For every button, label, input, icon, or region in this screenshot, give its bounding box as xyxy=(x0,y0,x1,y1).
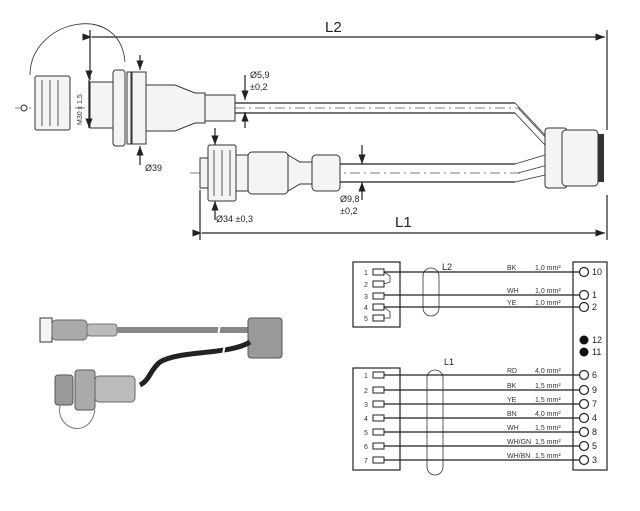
pin-number: 2 xyxy=(364,388,368,395)
l1-label: L1 xyxy=(395,214,412,231)
terminal-icon xyxy=(578,289,590,301)
l1-wiring-label: L1 xyxy=(444,357,454,367)
l1-dimension: L1 xyxy=(192,190,608,240)
dia-5-9-label: Ø5,9 xyxy=(250,70,270,80)
pin-icon xyxy=(372,414,385,422)
pin-number: 5 xyxy=(364,316,368,323)
wire-section: 1,5 mm² xyxy=(535,397,561,404)
l2-dimension: L2 xyxy=(82,19,608,130)
pin-number: 2 xyxy=(364,282,368,289)
wire-section: 1,5 mm² xyxy=(535,439,561,446)
terminal-icon xyxy=(578,384,590,396)
pin-icon xyxy=(372,292,385,300)
pin-icon xyxy=(372,371,385,379)
terminal-icon xyxy=(578,454,590,466)
pin-icon xyxy=(372,303,385,311)
wire-color: WH xyxy=(507,288,519,295)
cable-connector: Ø34 ±0,3 Ø9,8 ±0,2 xyxy=(190,128,549,224)
terminal-number: 9 xyxy=(592,385,597,395)
wire-section: 4,0 mm² xyxy=(535,368,561,375)
dia-34-label: Ø34 ±0,3 xyxy=(216,214,253,224)
panel-connector: M30 x 1,5 Ø39 Ø5,9 ±0,2 xyxy=(15,23,520,173)
pin-icon xyxy=(372,400,385,408)
dia-39-label: Ø39 xyxy=(145,163,162,173)
l2-wiring-label: L2 xyxy=(442,262,452,272)
pin-icon xyxy=(372,428,385,436)
l2-cable-bundle xyxy=(422,267,440,317)
pin-icon xyxy=(372,386,385,394)
l1-cable-bundle xyxy=(426,369,444,476)
unused-terminal-icon xyxy=(579,335,589,345)
wire-color: RD xyxy=(507,368,517,375)
wire-color: WH xyxy=(507,425,519,432)
wire-color: BK xyxy=(507,383,517,390)
end-connector xyxy=(544,127,604,189)
wire-color: YE xyxy=(507,397,517,404)
pin-number: 3 xyxy=(364,402,368,409)
wire-section: 1,0 mm² xyxy=(535,265,561,272)
dia-9-8-tolerance: ±0,2 xyxy=(340,206,357,216)
pin-number: 6 xyxy=(364,444,368,451)
pin-icon xyxy=(372,456,385,464)
wire-section: 1,5 mm² xyxy=(535,425,561,432)
jumper-icon xyxy=(383,271,391,285)
unused-terminal-icon xyxy=(579,347,589,357)
terminal-icon xyxy=(578,426,590,438)
jumper-icon xyxy=(383,306,391,319)
cable-product-illustration xyxy=(39,317,283,429)
thin-cable xyxy=(235,102,549,146)
wire-color: BN xyxy=(507,411,517,418)
pin-number: 1 xyxy=(364,270,368,277)
pin-number: 5 xyxy=(364,430,368,437)
l2-label: L2 xyxy=(325,19,342,36)
wire-section: 4,0 mm² xyxy=(535,411,561,418)
pin-number: 7 xyxy=(364,458,368,465)
terminal-block xyxy=(572,261,608,471)
terminal-number: 8 xyxy=(592,427,597,437)
terminal-number: 1 xyxy=(592,290,597,300)
terminal-number: 7 xyxy=(592,399,597,409)
terminal-number: 10 xyxy=(592,267,602,277)
wire-section: 1,0 mm² xyxy=(535,288,561,295)
terminal-number: 12 xyxy=(592,335,602,345)
wire-color: WH/BN xyxy=(507,453,530,460)
pin-number: 4 xyxy=(364,416,368,423)
pin-number: 4 xyxy=(364,305,368,312)
terminal-number: 2 xyxy=(592,302,597,312)
pin-icon xyxy=(372,314,385,322)
pin-icon xyxy=(372,442,385,450)
wire-section: 1,5 mm² xyxy=(535,383,561,390)
terminal-icon xyxy=(578,301,590,313)
terminal-icon xyxy=(578,266,590,278)
terminal-icon xyxy=(578,369,590,381)
terminal-icon xyxy=(578,412,590,424)
wire-section: 1,5 mm² xyxy=(535,453,561,460)
terminal-number: 5 xyxy=(592,441,597,451)
pin-number: 1 xyxy=(364,373,368,380)
terminal-number: 4 xyxy=(592,413,597,423)
pin-number: 3 xyxy=(364,294,368,301)
wire-color: WH/GN xyxy=(507,439,531,446)
terminal-number: 3 xyxy=(592,455,597,465)
pin-icon xyxy=(372,280,385,288)
pin-icon xyxy=(372,268,385,276)
dia-5-9-tolerance: ±0,2 xyxy=(250,82,267,92)
terminal-number: 6 xyxy=(592,370,597,380)
terminal-icon xyxy=(578,398,590,410)
dia-9-8-label: Ø9,8 xyxy=(340,194,360,204)
thread-label: M30 x 1,5 xyxy=(77,94,84,125)
terminal-number: 11 xyxy=(592,347,601,357)
l1-connector-box xyxy=(352,367,401,471)
wire-color: YE xyxy=(507,300,517,307)
wire-section: 1,0 mm² xyxy=(535,300,561,307)
wire-color: BK xyxy=(507,265,517,272)
terminal-icon xyxy=(578,440,590,452)
